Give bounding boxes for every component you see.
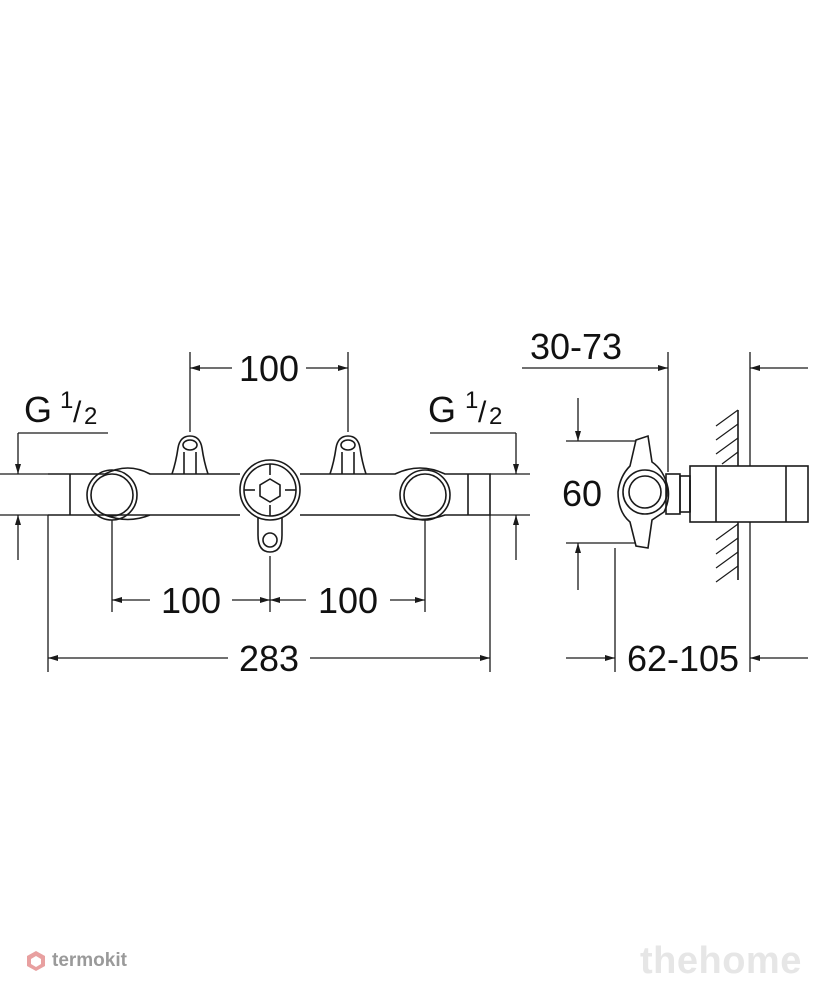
- dim-bottom-left-spacing: 100: [161, 580, 221, 621]
- left-connection: [86, 469, 138, 521]
- dim-top-spacing: 100: [239, 348, 299, 389]
- dim-side-depth-range: 30-73: [530, 326, 622, 367]
- side-dimensions: [522, 352, 808, 672]
- dim-thread-left-slash: /: [73, 396, 82, 429]
- side-view: [617, 409, 809, 583]
- wall-hatch: [715, 409, 739, 583]
- termokit-watermark: termokit: [26, 950, 127, 972]
- termokit-logo-icon: [27, 951, 45, 971]
- front-view: [48, 435, 491, 553]
- dim-overall-length: 283: [239, 638, 299, 679]
- top-right-outlet: [329, 435, 367, 475]
- front-dimensions: [0, 352, 530, 672]
- dim-bottom-right-spacing: 100: [318, 580, 378, 621]
- dim-side-total-range: 62-105: [627, 638, 739, 679]
- right-connection: [399, 469, 451, 521]
- side-handle: [617, 434, 670, 549]
- center-valve: [239, 459, 301, 553]
- thehome-watermark: thehome: [640, 940, 802, 982]
- dim-thread-right-letter: G: [428, 389, 456, 430]
- dim-side-height: 60: [562, 473, 602, 514]
- dim-thread-right-den: 2: [489, 403, 502, 430]
- dim-thread-left-letter: G: [24, 389, 52, 430]
- dim-thread-right-slash: /: [478, 396, 487, 429]
- dim-thread-right-num: 1: [465, 387, 478, 414]
- dim-thread-left-num: 1: [60, 387, 73, 414]
- termokit-label: termokit: [52, 950, 127, 971]
- dim-thread-left-den: 2: [84, 403, 97, 430]
- side-body: [689, 465, 809, 523]
- top-left-outlet: [171, 435, 209, 475]
